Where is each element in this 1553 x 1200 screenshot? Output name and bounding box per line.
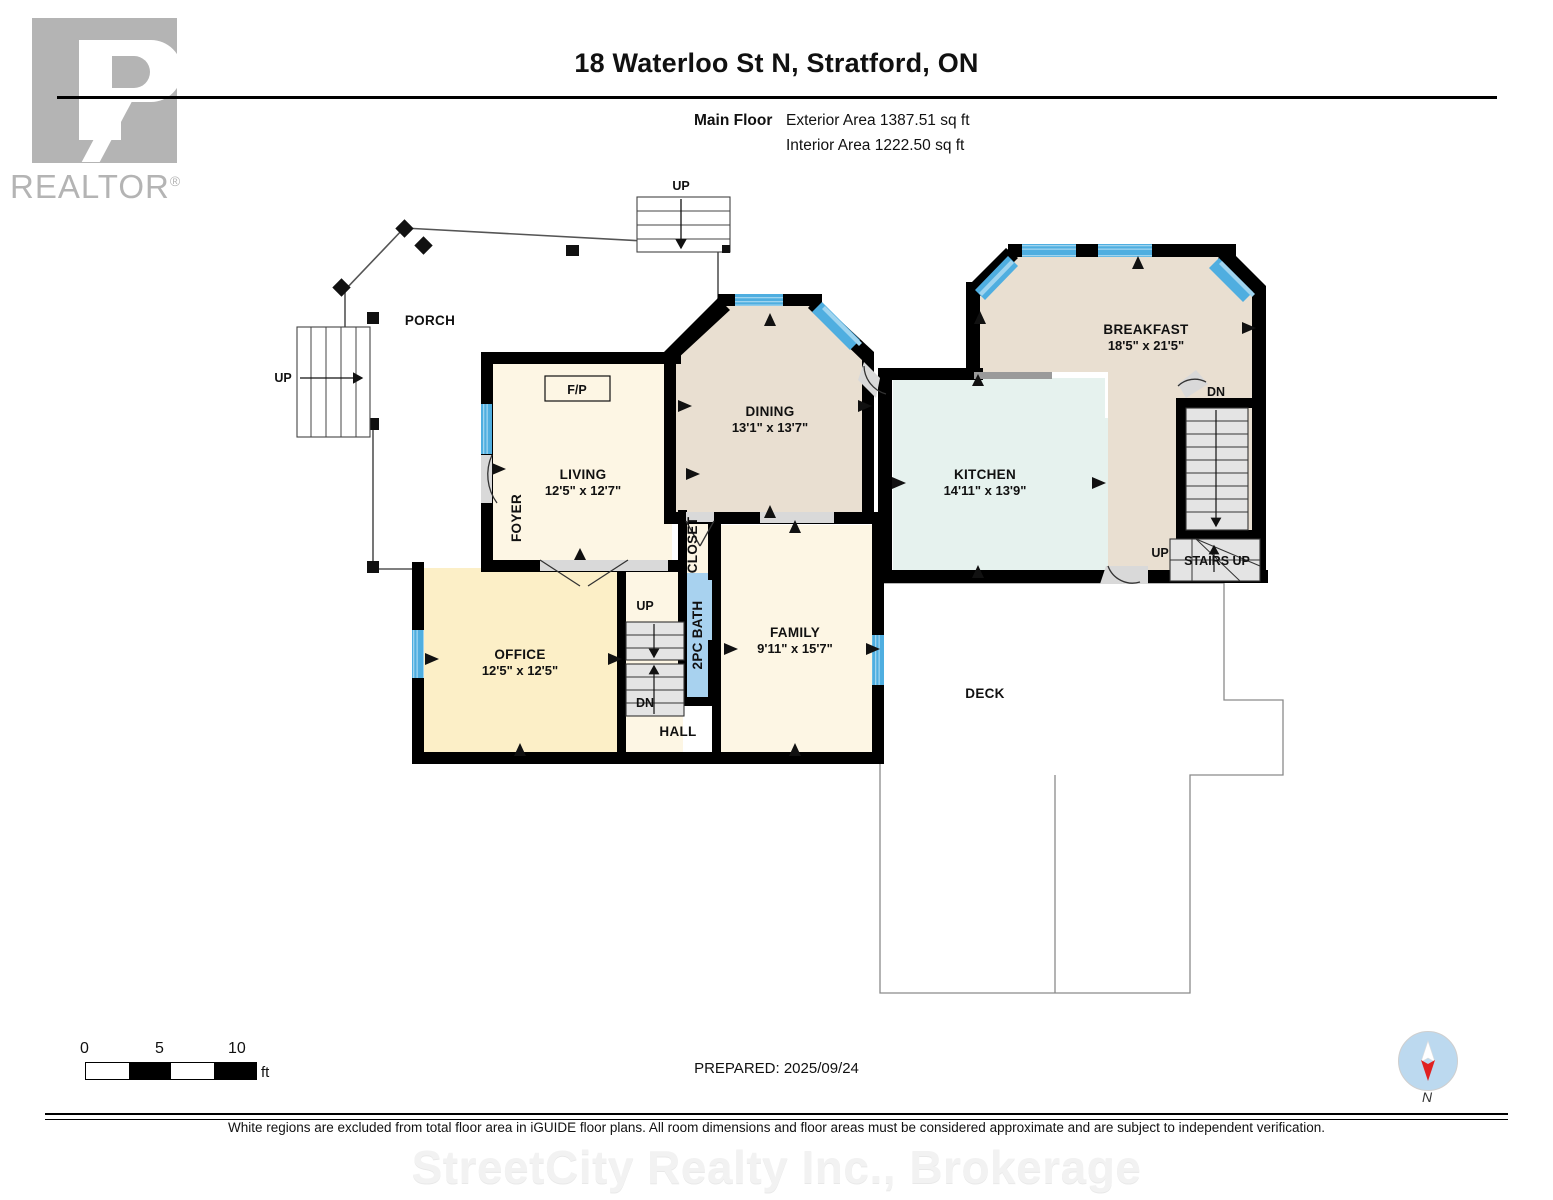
room-label-kitchen: KITCHEN xyxy=(954,467,1016,482)
stair-label-up-hall: UP xyxy=(636,599,653,613)
fireplace-label: F/P xyxy=(567,383,586,397)
room-fill-kitchen xyxy=(893,378,1108,578)
realtor-wordmark: REALTOR® xyxy=(10,168,181,206)
room-fill-office xyxy=(418,568,623,758)
compass-ring xyxy=(1398,1031,1458,1091)
realtor-r-mark xyxy=(32,18,182,163)
room-label-family: FAMILY xyxy=(770,625,820,640)
deck-area xyxy=(879,582,1284,994)
room-label-dining: DINING xyxy=(745,404,794,419)
realtor-registered-icon: ® xyxy=(169,173,182,189)
floor-label: Main Floor xyxy=(694,112,773,129)
footer-divider xyxy=(45,1113,1508,1120)
room-label-hall: HALL xyxy=(659,724,696,739)
hall-stairs xyxy=(625,621,685,717)
room-fill-family xyxy=(718,525,878,758)
stair-label-dn-right: DN xyxy=(1207,385,1225,399)
fireplace xyxy=(544,375,611,402)
stair-label-dn-hall: DN xyxy=(636,696,654,710)
room-label-foyer: FOYER xyxy=(509,494,524,542)
room-label-breakfast: BREAKFAST xyxy=(1103,322,1189,337)
room-dim-breakfast: 18'5" x 21'5" xyxy=(1108,338,1184,353)
page-title: 18 Waterloo St N, Stratford, ON xyxy=(574,48,979,78)
realtor-logo: REALTOR® xyxy=(10,18,200,208)
scale-unit: ft xyxy=(261,1064,270,1081)
room-label-bath: 2PC BATH xyxy=(690,601,705,670)
disclaimer-text: White regions are excluded from total fl… xyxy=(227,1120,1326,1135)
scale-tick-0: 0 xyxy=(80,1040,89,1057)
stair-label-stairs-up: STAIRS UP xyxy=(1184,554,1250,568)
view-arrows xyxy=(425,256,1256,756)
room-label-office: OFFICE xyxy=(494,647,545,662)
brokerage-watermark: StreetCity Realty Inc., Brokerage xyxy=(411,1141,1142,1193)
exterior-area: Exterior Area 1387.51 sq ft xyxy=(786,112,970,129)
stair-label-up-top: UP xyxy=(672,179,689,193)
right-stairs xyxy=(1169,407,1261,582)
scale-bar xyxy=(85,1062,257,1080)
compass-rose: N xyxy=(1398,1031,1462,1105)
porch-stairs xyxy=(296,326,371,438)
top-stairs xyxy=(636,196,731,253)
room-dim-living: 12'5" x 12'7" xyxy=(545,483,621,498)
interior-area: Interior Area 1222.50 sq ft xyxy=(786,137,965,154)
room-label-living: LIVING xyxy=(560,467,607,482)
room-label-deck: DECK xyxy=(965,686,1004,701)
compass-north-label: N xyxy=(1421,1089,1433,1105)
room-dim-kitchen: 14'11" x 13'9" xyxy=(944,483,1027,498)
scale-tick-10: 10 xyxy=(228,1040,246,1057)
room-dim-office: 12'5" x 12'5" xyxy=(482,663,558,678)
stair-label-up-porch: UP xyxy=(274,371,291,385)
scale-tick-5: 5 xyxy=(155,1040,164,1057)
room-dim-family: 9'11" x 15'7" xyxy=(757,641,833,656)
room-dim-dining: 13'1" x 13'7" xyxy=(732,420,808,435)
floor-plan: PORCH UP UP DECK xyxy=(274,179,1284,994)
realtor-word-text: REALTOR xyxy=(10,168,170,205)
room-label-closet: CLOSET xyxy=(685,516,700,573)
room-fill-living xyxy=(487,362,672,570)
title-divider xyxy=(57,96,1497,99)
compass-needle-icon xyxy=(1420,1040,1436,1081)
room-fill-dining xyxy=(672,305,868,520)
room-fill-hall xyxy=(623,568,683,758)
area-summary: Main Floor Exterior Area 1387.51 sq ft In… xyxy=(694,108,970,158)
doors xyxy=(481,245,1208,587)
prepared-date: PREPARED: 2025/09/24 xyxy=(694,1060,859,1077)
room-label-porch: PORCH xyxy=(405,313,455,328)
stair-label-up-kitchen: UP xyxy=(1151,546,1168,560)
